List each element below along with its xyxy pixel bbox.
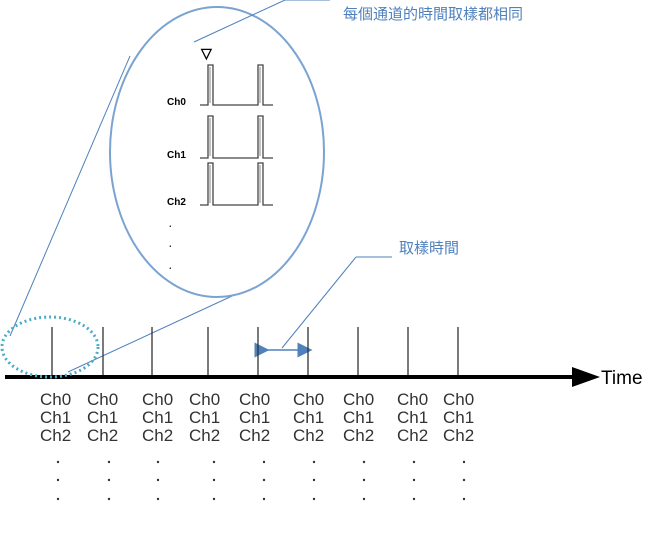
channel-stacks: Ch0Ch1Ch2Ch0Ch1Ch2Ch0Ch1Ch2Ch0Ch1Ch2Ch0C… [40, 390, 474, 501]
channel-label-ch0: Ch0 [87, 390, 118, 409]
callout-leader-sampling [281, 256, 357, 349]
continuation-dot [262, 478, 266, 482]
continuation-dot [156, 478, 160, 482]
channel-label-ch1: Ch1 [40, 408, 71, 427]
continuation-dot [262, 460, 266, 464]
channel-label-ch2: Ch2 [397, 426, 428, 445]
continuation-dot [212, 497, 216, 501]
waveform-ch1-inner [209, 118, 261, 156]
continuation-dot [107, 460, 111, 464]
channel-label-ch1: Ch1 [397, 408, 428, 427]
zoom-connector-bottom [67, 289, 246, 373]
waveform-ch1 [200, 115, 273, 159]
continuation-dot [412, 497, 416, 501]
inset-label-ch1: Ch1 [167, 150, 186, 161]
channel-label-ch2: Ch2 [189, 426, 220, 445]
continuation-dot [262, 497, 266, 501]
continuation-dot [462, 497, 466, 501]
zoom-ellipse [109, 6, 325, 298]
waveform-ch2 [200, 162, 273, 206]
channel-label-ch0: Ch0 [443, 390, 474, 409]
callout-sampling-time: 取樣時間 [399, 239, 459, 257]
time-axis-arrowhead-icon [572, 367, 600, 387]
continuation-dot [462, 460, 466, 464]
channel-label-ch0: Ch0 [142, 390, 173, 409]
callout-leader-top [193, 0, 286, 43]
continuation-dot [107, 497, 111, 501]
continuation-dot [462, 478, 466, 482]
channel-label-ch1: Ch1 [443, 408, 474, 427]
channel-label-ch1: Ch1 [293, 408, 324, 427]
waveform-ch0-inner [209, 67, 261, 103]
channel-label-ch2: Ch2 [87, 426, 118, 445]
waveform-ch0 [200, 64, 273, 106]
continuation-dot [56, 460, 60, 464]
channel-label-ch0: Ch0 [189, 390, 220, 409]
continuation-dot [212, 460, 216, 464]
continuation-dot [362, 478, 366, 482]
channel-label-ch0: Ch0 [239, 390, 270, 409]
inset-label-ch2: Ch2 [167, 197, 186, 208]
continuation-dot [362, 497, 366, 501]
channel-label-ch2: Ch2 [293, 426, 324, 445]
channel-label-ch2: Ch2 [343, 426, 374, 445]
channel-label-ch1: Ch1 [142, 408, 173, 427]
channel-label-ch1: Ch1 [87, 408, 118, 427]
continuation-dot [362, 460, 366, 464]
continuation-dot [156, 497, 160, 501]
continuation-dot [312, 478, 316, 482]
continuation-dot [412, 460, 416, 464]
sampling-ticks [51, 327, 459, 377]
inset-ellipsis-1: · [168, 217, 173, 233]
continuation-dot [156, 460, 160, 464]
continuation-dot [212, 478, 216, 482]
inset-ellipsis-2: · [168, 237, 173, 253]
channel-label-ch2: Ch2 [142, 426, 173, 445]
channel-label-ch2: Ch2 [443, 426, 474, 445]
channel-label-ch2: Ch2 [239, 426, 270, 445]
channel-label-ch1: Ch1 [189, 408, 220, 427]
channel-label-ch1: Ch1 [343, 408, 374, 427]
callout-same-sampling: 每個通道的時間取樣都相同 [343, 5, 523, 23]
trigger-marker-icon: ▽ [200, 45, 213, 61]
waveform-ch2-inner [209, 165, 261, 203]
continuation-dot [312, 497, 316, 501]
continuation-dot [312, 460, 316, 464]
inset-ellipsis-3: · [168, 259, 173, 275]
continuation-dot [412, 478, 416, 482]
zoom-source-circle [0, 315, 100, 379]
inset-waveforms [200, 64, 273, 206]
channel-label-ch1: Ch1 [239, 408, 270, 427]
channel-label-ch0: Ch0 [343, 390, 374, 409]
channel-label-ch2: Ch2 [40, 426, 71, 445]
continuation-dot [56, 478, 60, 482]
channel-label-ch0: Ch0 [397, 390, 428, 409]
inset-label-ch0: Ch0 [167, 97, 186, 108]
channel-label-ch0: Ch0 [293, 390, 324, 409]
time-axis-label: Time [601, 368, 643, 389]
continuation-dot [107, 478, 111, 482]
continuation-dot [56, 497, 60, 501]
zoom-connector-top [9, 55, 131, 337]
channel-label-ch0: Ch0 [40, 390, 71, 409]
